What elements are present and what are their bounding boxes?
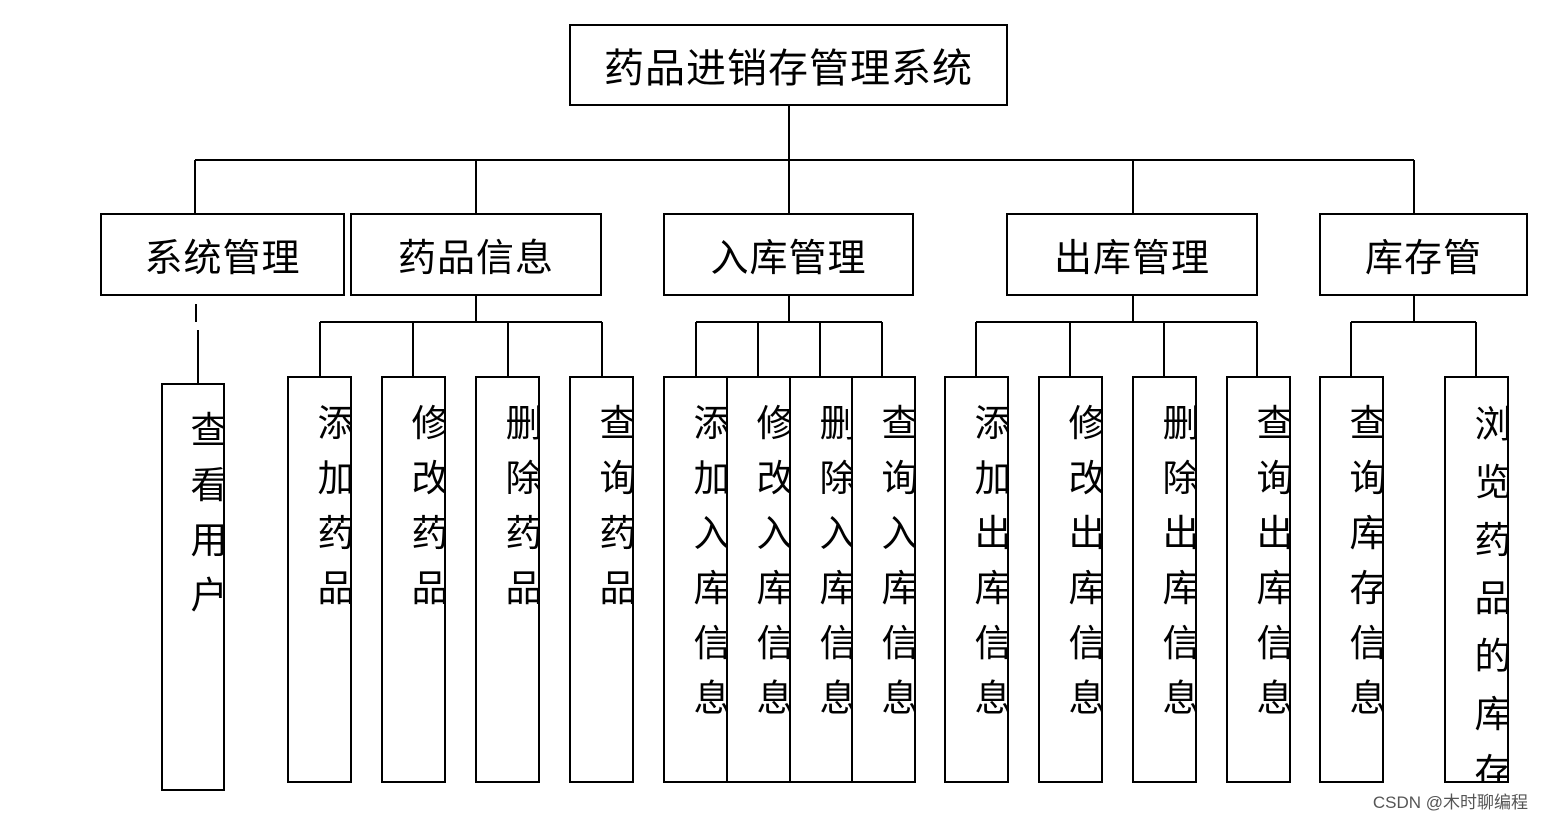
root-label: 药品进销存管理系统 [604,46,973,92]
leaf-label: 查询入库信息 [881,402,916,720]
module-stock-in: 入库管理 [663,213,914,296]
module-label: 药品信息 [397,236,554,280]
leaf-delete-drug: 删除药品 [475,376,540,783]
leaf-edit-stock-in: 修改入库信息 [726,376,791,783]
leaf-query-inventory: 查询库存信息 [1319,376,1384,783]
root-node: 药品进销存管理系统 [569,24,1008,106]
module-stock-out: 出库管理 [1006,213,1258,296]
leaf-label: 删除药品 [505,402,540,610]
leaf-query-drug: 查询药品 [569,376,634,783]
module-label: 出库管理 [1053,236,1210,280]
leaf-label: 添加入库信息 [693,402,728,720]
leaf-add-stock-in: 添加入库信息 [663,376,728,783]
leaf-view-users: 查看用户 [161,383,225,791]
leaf-label: 修改药品 [411,402,446,610]
leaf-label: 修改出库信息 [1068,402,1103,720]
watermark: CSDN @木时聊编程 [1372,793,1528,812]
leaf-delete-stock-out: 删除出库信息 [1132,376,1197,783]
leaf-label: 浏览药品的库存 [1474,403,1509,783]
leaf-label: 查看用户 [190,409,225,617]
leaf-edit-stock-out: 修改出库信息 [1038,376,1103,783]
module-inventory: 库存管 [1319,213,1528,296]
module-label: 入库管理 [710,236,867,280]
leaf-delete-stock-in: 删除入库信息 [789,376,854,783]
leaf-query-stock-out: 查询出库信息 [1226,376,1291,783]
leaf-browse-inventory: 浏览药品的库存 [1444,376,1509,783]
leaf-label: 查询库存信息 [1349,402,1384,720]
leaf-label: 删除出库信息 [1162,402,1197,720]
leaf-query-stock-in: 查询入库信息 [851,376,916,783]
module-system-management: 系统管理 [100,213,345,296]
leaf-label: 添加药品 [317,402,352,610]
leaf-label: 修改入库信息 [756,402,791,720]
module-label: 系统管理 [144,236,301,280]
leaf-edit-drug: 修改药品 [381,376,446,783]
module-label: 库存管 [1364,236,1482,280]
leaf-add-drug: 添加药品 [287,376,352,783]
leaf-add-stock-out: 添加出库信息 [944,376,1009,783]
module-drug-info: 药品信息 [350,213,602,296]
leaf-label: 查询出库信息 [1256,402,1291,720]
leaf-label: 删除入库信息 [819,402,854,720]
leaf-label: 添加出库信息 [974,402,1009,720]
leaf-label: 查询药品 [599,402,634,610]
